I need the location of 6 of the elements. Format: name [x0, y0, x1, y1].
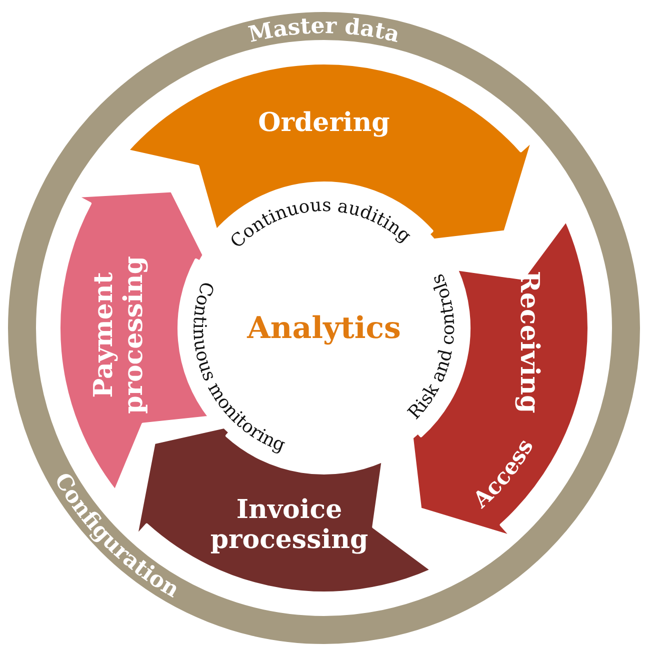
stage-label: Invoice processing — [209, 494, 370, 555]
stage-label: Receiving — [514, 271, 544, 414]
stage-label: Ordering — [258, 108, 390, 138]
stage-label: Payment processing — [89, 255, 150, 416]
center-title: Analytics — [247, 310, 401, 346]
ring-label: Master data — [246, 12, 402, 48]
